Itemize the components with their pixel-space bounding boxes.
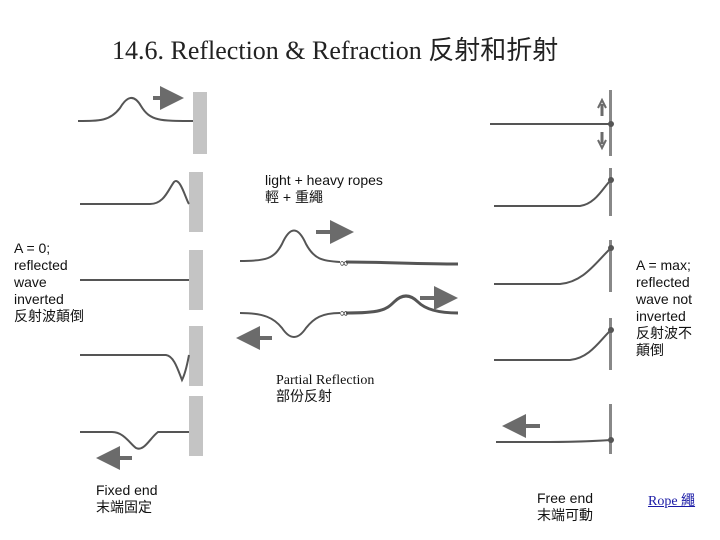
free-end-label: Free end 末端可動 — [537, 490, 593, 524]
rope — [240, 231, 340, 263]
wall — [193, 92, 207, 154]
pole — [609, 404, 612, 454]
rope-link[interactable]: Rope 繩 — [648, 490, 695, 510]
ring — [608, 327, 614, 333]
pole — [609, 168, 612, 216]
free-end-panel — [490, 90, 614, 454]
light-heavy-label: light + heavy ropes 輕 + 重繩 — [265, 172, 383, 206]
rope — [80, 181, 189, 204]
heavy-rope — [346, 262, 458, 264]
rope — [494, 330, 611, 360]
rope — [80, 355, 189, 380]
wall — [189, 396, 203, 456]
fixed-end-label: Fixed end 末端固定 — [96, 482, 157, 516]
wall — [189, 326, 203, 386]
fixed-end-panel — [78, 92, 207, 458]
rope — [80, 432, 189, 449]
ring — [608, 437, 614, 443]
wall — [189, 172, 203, 232]
knot-icon: ∞ — [339, 306, 349, 320]
ring — [608, 121, 614, 127]
ring — [608, 177, 614, 183]
knot-icon: ∞ — [339, 256, 349, 270]
partial-reflection-panel: ∞ ∞ — [240, 231, 458, 339]
rope — [496, 440, 611, 442]
fixed-end-note: A = 0; reflected wave inverted 反射波顛倒 — [14, 240, 84, 325]
rope — [494, 248, 611, 284]
rope — [240, 313, 340, 337]
pole — [609, 318, 612, 370]
rope — [78, 98, 193, 121]
free-end-note: A = max; reflected wave not inverted 反射波… — [636, 257, 692, 359]
rope — [494, 180, 611, 206]
ring — [608, 245, 614, 251]
partial-reflection-label: Partial Reflection 部份反射 — [276, 372, 374, 406]
wall — [189, 250, 203, 310]
